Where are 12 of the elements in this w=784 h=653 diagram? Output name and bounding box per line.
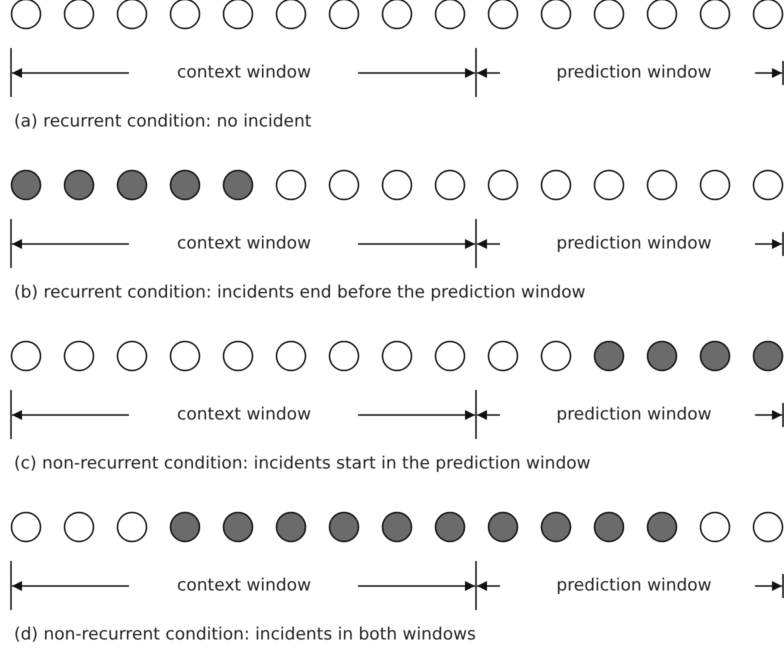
window-label: prediction window bbox=[556, 64, 712, 82]
window-label: context window bbox=[177, 236, 311, 252]
panel-caption: (b) recurrent condition: incidents end before the prediction window bbox=[14, 284, 586, 302]
window-label: context window bbox=[177, 406, 311, 424]
panel-caption: (c) non-recurrent condition: incidents start in the prediction window bbox=[14, 456, 591, 472]
window-label: prediction window bbox=[556, 578, 712, 594]
panel-caption: (d) non-recurrent condition: incidents in both windows bbox=[14, 626, 476, 644]
window-label: prediction window bbox=[556, 236, 712, 252]
window-label: context window bbox=[177, 578, 311, 594]
window-label: prediction window bbox=[556, 406, 712, 424]
panel-caption: (a) recurrent condition: no incident bbox=[14, 114, 312, 130]
window-label: context window bbox=[177, 64, 311, 82]
